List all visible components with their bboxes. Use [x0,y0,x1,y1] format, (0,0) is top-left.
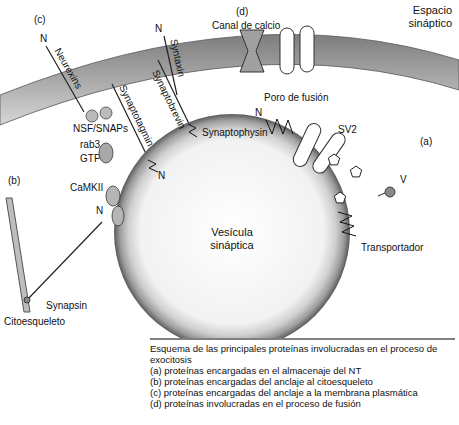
protein-name: Synaptotagmin [116,83,156,148]
terminal-marker: N [158,170,165,182]
protein-name: Syntaxin [167,38,187,78]
caption: Esquema de las principales proteínas inv… [150,343,454,365]
sv2-pentagon [350,166,361,177]
sv2-pentagon [328,154,339,165]
structure-name: Poro de fusión [264,92,329,104]
terminal-marker: N [255,107,262,119]
protein-name: V [400,174,407,186]
legend-item: (b) proteínas encargadas del anclaje al … [150,376,454,387]
caption-rule [150,339,455,340]
legend-item: (c) proteínas encargadas del anclaje a l… [150,387,454,398]
protein-name: CaMKII [70,182,103,194]
protein-name: Synaptobrevin [149,68,188,131]
structure-name: Citoesqueleto [4,316,65,328]
panel-letter: (b) [8,175,20,187]
caption-block: Esquema de las principales proteínas inv… [150,343,454,409]
protein-name: Transportador [360,242,424,254]
synapsin-anchor [24,297,30,303]
neurexin-line [46,46,84,112]
protein-name: GTP [80,153,101,165]
v-atpase-stalk [378,193,385,196]
protein-name: NSF/SNAPs [72,123,129,135]
rab3-protein [99,143,113,163]
calcium-channel [240,30,264,72]
panel-letter: (c) [34,14,46,26]
cytoskeleton-rod [6,198,30,312]
vesicle-membrane [114,114,350,338]
protein-name: Synapsin [46,300,87,312]
snap-blob [100,107,112,119]
nsf-blob [86,110,98,122]
legend-item: (a) proteínas encargadas en el almacenaj… [150,365,454,376]
panel-letter: (d) [236,6,248,18]
panel-letter: (a) [420,136,432,148]
terminal-marker: N [40,33,47,45]
protein-name: Neurexins [52,46,85,91]
plasma-membrane [0,34,459,125]
legend-item: (d) proteínas involucradas en el proceso… [150,398,454,409]
terminal-marker: N [155,23,162,35]
fusion-pore-upper [280,28,294,74]
channel-name: Canal de calcio [212,20,280,32]
protein-name: Synaptophysin [202,127,268,139]
v-atpase-ball [385,187,395,197]
protein-name: rab3 [80,139,100,151]
vesicle-node: Vesícula sináptica [114,114,350,338]
region-name: Espacio sináptico [392,4,452,30]
fusion-pore-upper [300,26,314,72]
terminal-marker: N [96,205,103,217]
protein-name: SV2 [338,124,357,136]
synapsin-line [27,222,102,300]
node-label: Vesícula sináptica [202,226,262,252]
